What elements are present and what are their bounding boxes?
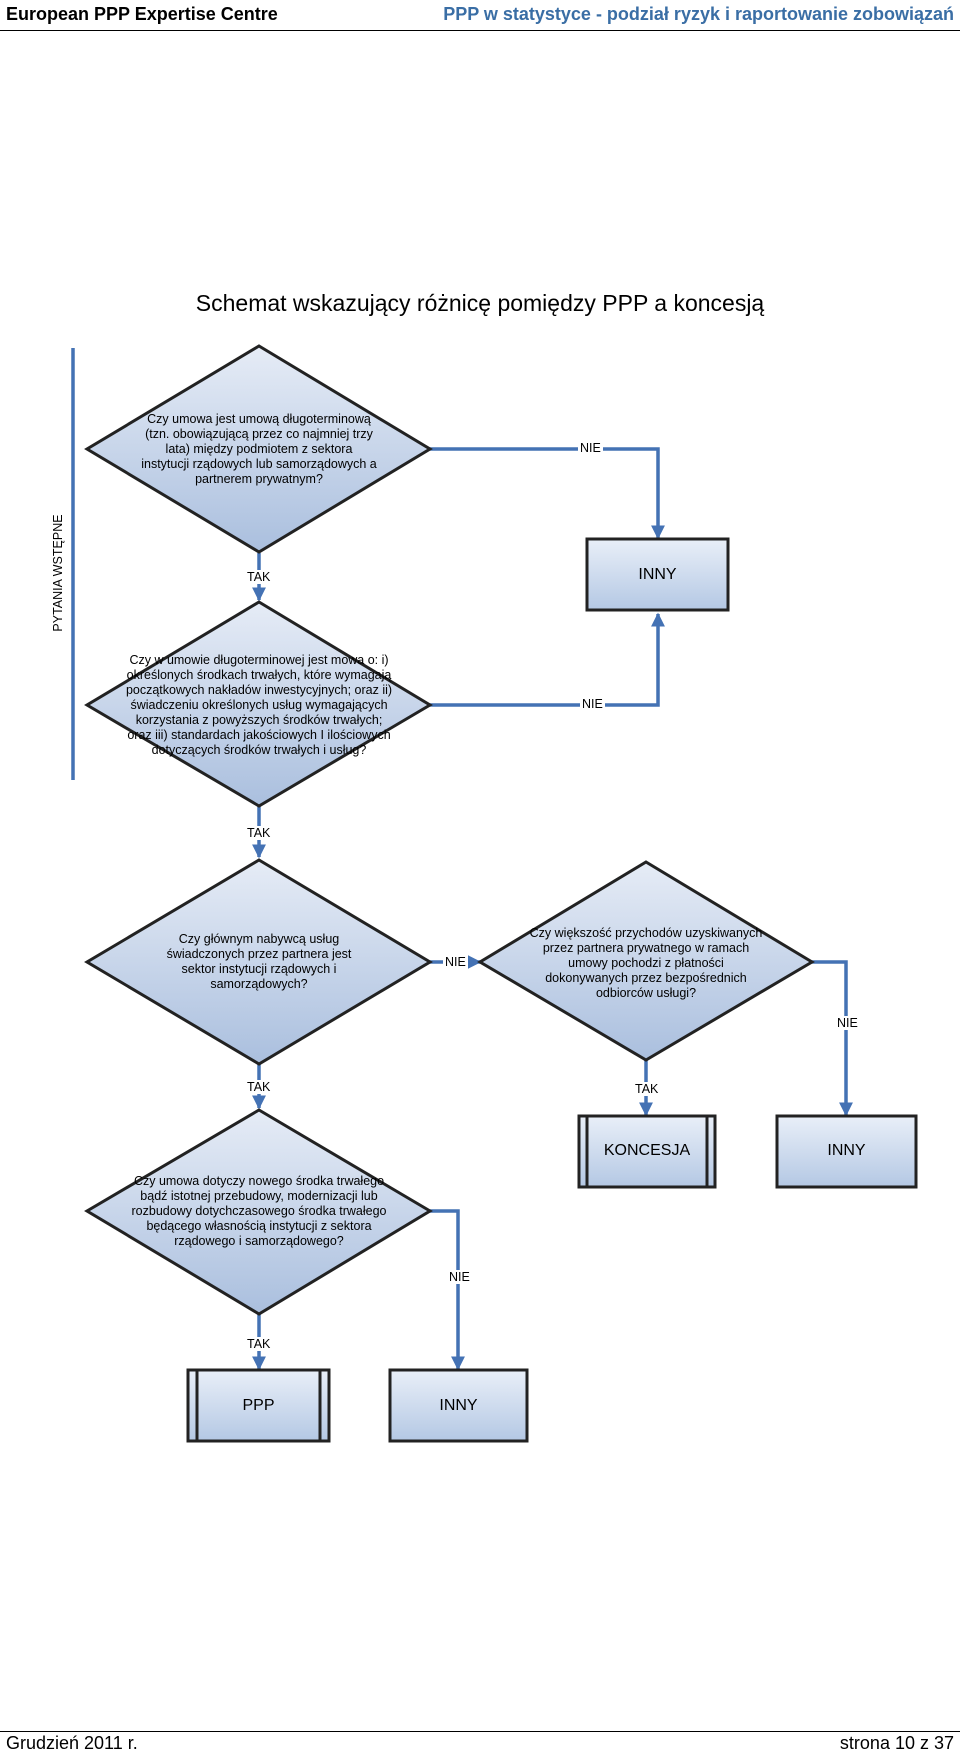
decision-diamond-q5 <box>84 1108 433 1316</box>
outcome-box-inny-2 <box>775 1114 918 1189</box>
header-title: European PPP Expertise Centre <box>6 4 278 24</box>
label-q4-no: NIE <box>835 1016 860 1030</box>
header-rule <box>0 30 960 31</box>
label-q1-no: NIE <box>578 441 603 455</box>
decision-diamond-q2 <box>84 600 433 808</box>
footer-page-number: strona 10 z 37 <box>839 1733 954 1753</box>
diagram-title: Schemat wskazujący różnicę pomiędzy PPP … <box>195 290 765 316</box>
decision-diamond-q4 <box>477 860 815 1062</box>
connector-q5-no <box>430 1209 465 1371</box>
outcome-box-ppp <box>186 1368 331 1443</box>
label-q4-yes: TAK <box>633 1082 661 1096</box>
question-3-text: Czy głównym nabywcą usług świadczonych p… <box>166 932 352 991</box>
outcome-koncesja-label: KONCESJA <box>603 1142 691 1159</box>
question-5-text: Czy umowa dotyczy nowego środka trwałego… <box>131 1173 387 1248</box>
connector-q1-no <box>430 447 665 540</box>
connector-q4-no <box>812 960 853 1117</box>
outcome-inny-2-label: INNY <box>827 1142 866 1159</box>
question-1-text: Czy umowa jest umową długoterminową (tzn… <box>141 411 377 486</box>
label-q5-yes: TAK <box>245 1337 273 1351</box>
question-4-text: Czy większość przychodów uzyskiwanych pr… <box>529 925 763 1000</box>
outcome-box-inny-1 <box>585 537 730 612</box>
footer-rule <box>0 1731 960 1732</box>
label-q2-no: NIE <box>580 697 605 711</box>
outcome-box-inny-3 <box>388 1368 529 1443</box>
label-q1-yes: TAK <box>245 570 273 584</box>
connector-q2-no <box>430 612 665 707</box>
outcome-box-koncesja <box>577 1114 717 1189</box>
label-q5-no: NIE <box>447 1270 472 1284</box>
outcome-inny-3-label: INNY <box>439 1396 478 1414</box>
outcome-ppp-label: PPP <box>242 1396 275 1414</box>
section-label: PYTANIA WSTĘPNE <box>51 514 65 632</box>
decision-diamond-q1 <box>84 344 433 554</box>
label-q3-no: NIE <box>443 955 468 969</box>
footer-date: Grudzień 2011 r. <box>6 1733 138 1753</box>
question-2-text: Czy w umowie długoterminowej jest mowa o… <box>125 652 393 757</box>
decision-diamond-q3 <box>84 858 433 1066</box>
label-q2-yes: TAK <box>245 826 273 840</box>
label-q3-yes: TAK <box>245 1080 273 1094</box>
outcome-inny-1-label: INNY <box>638 565 677 583</box>
header-subtitle: PPP w statystyce - podział ryzyk i rapor… <box>443 4 954 24</box>
